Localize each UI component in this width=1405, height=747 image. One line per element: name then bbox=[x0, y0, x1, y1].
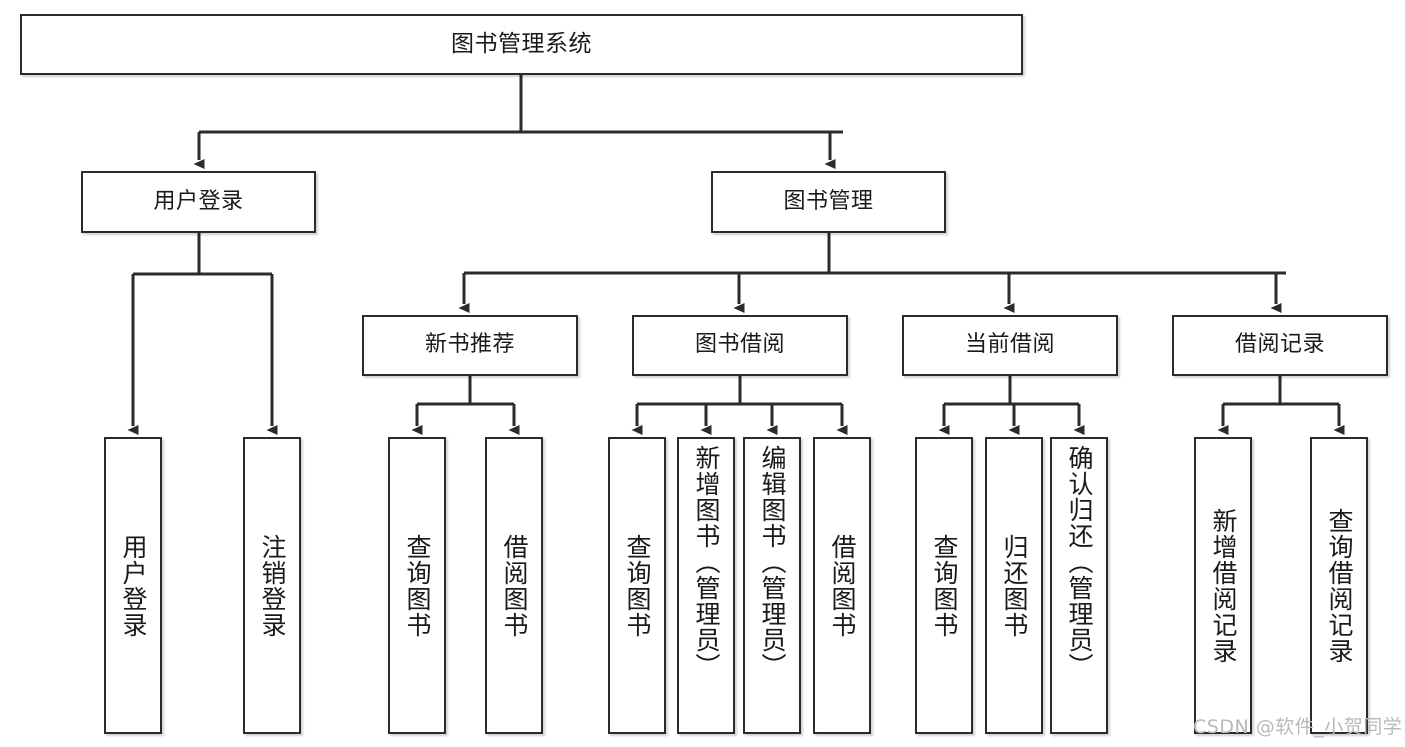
node-new-book-recommend[interactable]: 新书推荐 bbox=[362, 315, 578, 376]
node-book-manage-label: 图书管理 bbox=[783, 188, 874, 214]
node-leaf-confirm-return-label: 确认归还（管理员） bbox=[1065, 445, 1094, 679]
node-borrow-record-label: 借阅记录 bbox=[1234, 332, 1325, 358]
node-user-login-label: 用户登录 bbox=[153, 188, 244, 214]
node-leaf-user-logout[interactable]: 注销登录 bbox=[243, 437, 301, 734]
node-new-book-recommend-label: 新书推荐 bbox=[424, 332, 515, 358]
node-leaf-return-book[interactable]: 归还图书 bbox=[985, 437, 1043, 734]
node-book-borrow[interactable]: 图书借阅 bbox=[632, 315, 848, 376]
node-current-borrow[interactable]: 当前借阅 bbox=[902, 315, 1118, 376]
node-root-label: 图书管理系统 bbox=[451, 30, 592, 57]
watermark-text: CSDN @软件_小贺同学 bbox=[1193, 716, 1403, 738]
node-leaf-return-book-label: 归还图书 bbox=[1000, 533, 1029, 638]
node-borrow-record[interactable]: 借阅记录 bbox=[1172, 315, 1388, 376]
node-current-borrow-label: 当前借阅 bbox=[964, 332, 1055, 358]
node-leaf-user-login-label: 用户登录 bbox=[119, 533, 148, 638]
node-leaf-add-book-label: 新增图书（管理员） bbox=[692, 445, 721, 679]
node-root[interactable]: 图书管理系统 bbox=[20, 14, 1023, 75]
node-leaf-query-book-1[interactable]: 查询图书 bbox=[388, 437, 446, 734]
node-leaf-add-record[interactable]: 新增借阅记录 bbox=[1194, 437, 1252, 734]
node-leaf-query-book-2[interactable]: 查询图书 bbox=[608, 437, 666, 734]
node-leaf-query-record[interactable]: 查询借阅记录 bbox=[1310, 437, 1368, 734]
node-leaf-confirm-return[interactable]: 确认归还（管理员） bbox=[1050, 437, 1108, 734]
node-leaf-borrow-book-1[interactable]: 借阅图书 bbox=[485, 437, 543, 734]
node-leaf-borrow-book-2[interactable]: 借阅图书 bbox=[813, 437, 871, 734]
node-leaf-user-logout-label: 注销登录 bbox=[258, 533, 287, 638]
node-user-login[interactable]: 用户登录 bbox=[81, 171, 316, 233]
node-book-manage[interactable]: 图书管理 bbox=[711, 171, 946, 233]
node-leaf-add-record-label: 新增借阅记录 bbox=[1209, 507, 1238, 664]
node-leaf-query-record-label: 查询借阅记录 bbox=[1325, 507, 1354, 664]
node-leaf-query-book-1-label: 查询图书 bbox=[403, 533, 432, 638]
node-leaf-query-book-2-label: 查询图书 bbox=[623, 533, 652, 638]
node-leaf-add-book[interactable]: 新增图书（管理员） bbox=[677, 437, 735, 734]
node-leaf-query-book-3[interactable]: 查询图书 bbox=[915, 437, 973, 734]
node-leaf-edit-book-label: 编辑图书（管理员） bbox=[758, 445, 787, 679]
node-leaf-edit-book[interactable]: 编辑图书（管理员） bbox=[743, 437, 801, 734]
node-leaf-borrow-book-1-label: 借阅图书 bbox=[500, 533, 529, 638]
node-book-borrow-label: 图书借阅 bbox=[694, 332, 785, 358]
node-leaf-query-book-3-label: 查询图书 bbox=[930, 533, 959, 638]
node-leaf-borrow-book-2-label: 借阅图书 bbox=[828, 533, 857, 638]
node-leaf-user-login[interactable]: 用户登录 bbox=[104, 437, 162, 734]
